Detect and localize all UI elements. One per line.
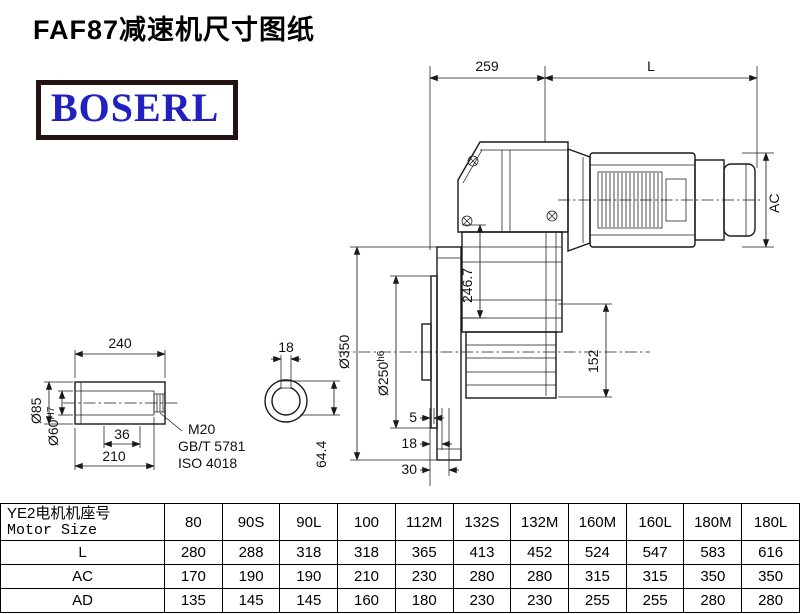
motor-view xyxy=(567,148,756,252)
dim-bore-diameter: Ø60H7 xyxy=(45,406,61,446)
dim-36: 36 xyxy=(114,426,130,442)
dim-152: 152 xyxy=(585,349,601,373)
spec-value: 280 xyxy=(164,540,223,565)
dim-246-7: 246.7 xyxy=(459,268,475,303)
dim-18-face: 18 xyxy=(401,435,417,451)
motor-frame-column-header: 160M xyxy=(568,503,627,541)
spec-value: 350 xyxy=(683,564,743,589)
dim-64-4: 64.4 xyxy=(313,441,329,468)
spec-value: 280 xyxy=(452,564,512,589)
row-label-L: L xyxy=(0,540,165,565)
dim-240: 240 xyxy=(108,335,132,351)
motor-frame-column-header: 90S xyxy=(221,503,281,541)
spec-value: 583 xyxy=(683,540,743,565)
motor-frame-column-header: 112M xyxy=(394,503,454,541)
motor-frame-column-header: 132M xyxy=(510,503,570,541)
brand-logo: BOSERL xyxy=(36,80,239,140)
spec-value: 350 xyxy=(741,564,800,589)
thread-size-label: M20 xyxy=(188,421,215,437)
row-label-AC: AC xyxy=(0,564,165,589)
bolt-icon xyxy=(461,215,473,227)
bore-end-view: 18 64.4 xyxy=(264,339,340,468)
dim-group-flange: Ø350 Ø250h6 246.7 152 xyxy=(336,224,612,461)
spec-value: 280 xyxy=(683,588,743,613)
motor-frame-column-header: 180M xyxy=(683,503,743,541)
motor-frame-column-header: 100 xyxy=(337,503,396,541)
centerlines xyxy=(63,199,762,404)
spec-value: 190 xyxy=(279,564,339,589)
dim-5: 5 xyxy=(409,409,417,425)
dim-group-ac: AC xyxy=(742,152,782,248)
technical-drawing: 259 L AC xyxy=(28,58,782,486)
spec-value: 255 xyxy=(568,588,627,613)
thread-standard-gb: GB/T 5781 xyxy=(178,438,246,454)
gearbox-housing xyxy=(457,141,569,399)
spec-value: 280 xyxy=(510,564,570,589)
bolt-icon xyxy=(546,210,558,222)
spec-value: 180 xyxy=(394,588,454,613)
dim-keyway-width: 18 xyxy=(278,339,294,355)
dim-group-faces: 5 18 30 xyxy=(401,408,459,486)
spec-value: 135 xyxy=(164,588,223,613)
dim-spigot-diameter: Ø250h6 xyxy=(375,350,391,396)
dim-group-top: 259 L xyxy=(429,58,758,250)
spec-value: 230 xyxy=(452,588,512,613)
spec-value: 616 xyxy=(741,540,800,565)
motor-size-label-cn: YE2电机机座号 xyxy=(7,504,111,522)
dim-30: 30 xyxy=(401,461,417,477)
spec-value: 318 xyxy=(279,540,339,565)
spec-value: 315 xyxy=(625,564,685,589)
motor-size-label-en: Motor Size xyxy=(7,522,98,539)
spec-value: 315 xyxy=(568,564,627,589)
motor-frame-column-header: 80 xyxy=(164,503,223,541)
row-label-AD: AD xyxy=(0,588,165,613)
dim-259: 259 xyxy=(475,58,499,74)
motor-fins xyxy=(601,173,659,227)
spec-value: 190 xyxy=(221,564,281,589)
spec-value: 524 xyxy=(568,540,627,565)
thread-standard-iso: ISO 4018 xyxy=(178,455,237,471)
spec-value: 230 xyxy=(394,564,454,589)
motor-frame-column-header: 132S xyxy=(452,503,512,541)
spec-value: 230 xyxy=(510,588,570,613)
spec-value: 145 xyxy=(279,588,339,613)
spec-value: 160 xyxy=(337,588,396,613)
spec-value: 318 xyxy=(337,540,396,565)
motor-frame-column-header: 160L xyxy=(625,503,685,541)
bolt-icon xyxy=(467,155,479,167)
motor-frame-column-header: 180L xyxy=(741,503,800,541)
spec-value: 280 xyxy=(741,588,800,613)
dim-motor-length: L xyxy=(647,58,655,74)
motor-frame-column-header: 90L xyxy=(279,503,339,541)
spec-value: 170 xyxy=(164,564,223,589)
spec-value: 547 xyxy=(625,540,685,565)
spec-value: 145 xyxy=(221,588,281,613)
page-title: FAF87减速机尺寸图纸 xyxy=(33,15,316,45)
dim-210: 210 xyxy=(102,448,126,464)
dim-shaft-od: Ø85 xyxy=(28,397,44,424)
spec-value: 210 xyxy=(337,564,396,589)
spec-value: 288 xyxy=(221,540,281,565)
shaft-detail-view: M20 GB/T 5781 ISO 4018 240 36 210 Ø85 Ø6… xyxy=(28,335,246,471)
spec-value: 255 xyxy=(625,588,685,613)
dim-flange-diameter: Ø350 xyxy=(336,335,352,369)
spec-value: 452 xyxy=(510,540,570,565)
dim-ac: AC xyxy=(766,194,782,213)
spec-value: 365 xyxy=(394,540,454,565)
spec-value: 413 xyxy=(452,540,512,565)
